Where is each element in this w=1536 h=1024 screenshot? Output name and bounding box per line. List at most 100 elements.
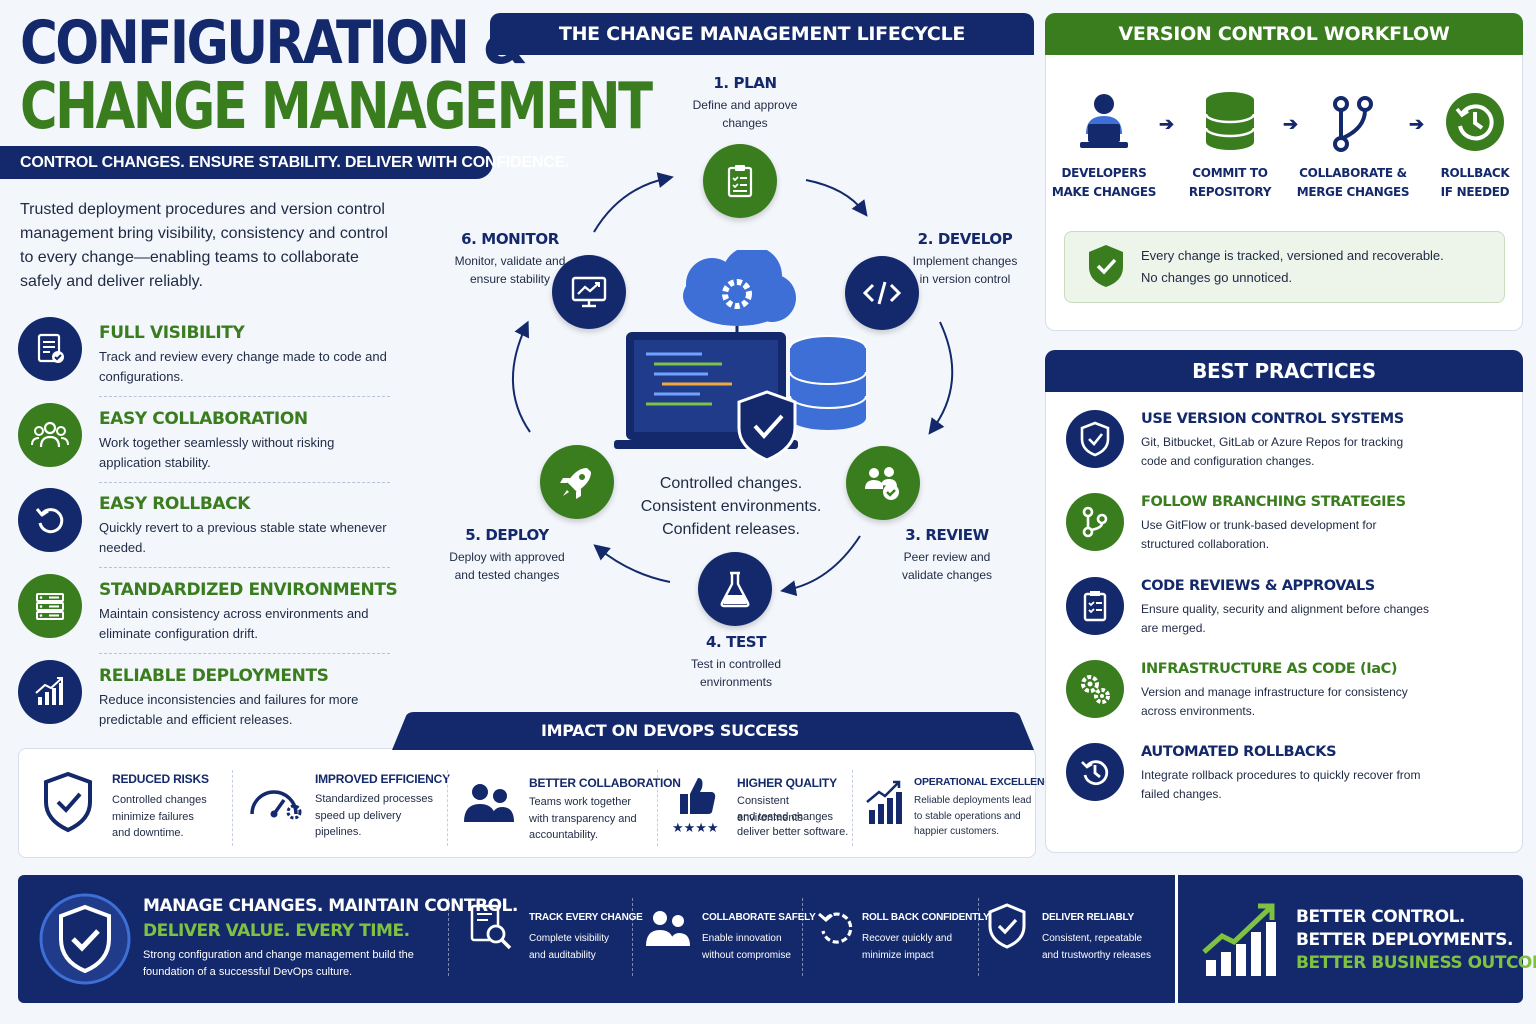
stage-desc-line: and tested changes [454,568,560,582]
shield-check-icon [1089,245,1123,287]
shield-check-icon [988,903,1026,949]
stage-title: 3. REVIEW [905,526,989,544]
branch-icon [1333,96,1373,152]
impact-item-line: deliver better software. [737,826,849,838]
impact-higher-quality: ★★★★ HIGHER QUALITY Consistent environme… [672,770,850,850]
impact-improved-efficiency: IMPROVED EFFICIENCY Standardized process… [246,770,450,850]
stage-title: 5. DEPLOY [465,526,549,544]
feature-title: RELIABLE DEPLOYMENTS [99,666,329,686]
stage-deploy: 5. DEPLOY Deploy with approved and teste… [440,526,574,584]
divider [978,898,979,976]
clipboard-icon [1066,577,1124,635]
stage-test: 4. TEST Test in controlled environments [670,633,802,691]
branch-icon [1066,493,1124,551]
bar-growth-icon [866,780,902,824]
tagline-banner: CONTROL CHANGES. ENSURE STABILITY. DELIV… [0,146,570,179]
bp-desc: Use GitFlow or trunk-based development f… [1141,518,1377,551]
arrow-right-icon: ➔ [1283,114,1299,134]
monitor-icon [552,255,626,329]
footer-headline: MANAGE CHANGES. MAINTAIN CONTROL. [143,896,518,916]
feature-desc: Maintain consistency across environments… [99,606,369,641]
bp-branching: FOLLOW BRANCHING STRATEGIES Use GitFlow … [1066,493,1506,573]
impact-tab-shape [392,712,1034,750]
bp-title: FOLLOW BRANCHING STRATEGIES [1141,494,1406,510]
stage-desc-line: in version control [919,272,1011,286]
bp-automated-rollbacks: AUTOMATED ROLLBACKS Integrate rollback p… [1066,743,1506,823]
footer-item-title: DELIVER RELIABLY [1042,912,1135,923]
bp-title: AUTOMATED ROLLBACKS [1141,744,1337,760]
impact-item-line: Consistent environments [737,795,804,824]
feature-full-visibility: FULL VISIBILITY Track and review every c… [18,317,390,397]
impact-item-line: Reliable deployments lead [914,795,1032,806]
center-line: Confident releases. [662,521,800,538]
divider [232,770,233,846]
feature-desc: Track and review every change made to co… [99,349,387,384]
growth-chart-icon [1202,903,1276,976]
history-icon [1066,743,1124,801]
vc-step-line: IF NEEDED [1440,185,1510,199]
divider [448,898,449,976]
bp-title: USE VERSION CONTROL SYSTEMS [1141,411,1404,427]
bp-desc: Ensure quality, security and alignment b… [1141,602,1429,635]
impact-item-line: happier customers. [914,826,1000,837]
footer-item-line: Consistent, repeatable [1042,933,1143,944]
feature-desc: Reduce inconsistencies and failures for … [99,692,359,727]
stage-desc-line: changes [722,116,768,130]
divider [852,770,853,846]
feature-title: EASY ROLLBACK [99,494,251,514]
feature-standardized-environments: STANDARDIZED ENVIRONMENTS Maintain consi… [18,574,398,654]
impact-panel [18,748,1036,858]
divider [447,770,448,846]
stage-title: 4. TEST [705,633,767,651]
intro-paragraph: Trusted deployment procedures and versio… [20,201,388,290]
impact-item-line: accountability. [529,829,598,841]
best-practices-panel [1045,350,1523,853]
bp-desc: Version and manage infrastructure for co… [1141,685,1408,718]
feature-title: EASY COLLABORATION [99,409,308,429]
footer-item-line: Enable innovation [702,933,782,944]
arrow-right-icon: ➔ [1409,114,1425,134]
thumbs-up-icon: ★★★★ [672,778,719,836]
feature-title: STANDARDIZED ENVIRONMENTS [99,580,398,600]
impact-item-title: HIGHER QUALITY [737,776,837,790]
rollback-icon [818,912,853,944]
impact-item-line: pipelines. [315,826,362,838]
footer-item-title: TRACK EVERY CHANGE [529,912,643,923]
impact-better-collaboration: BETTER COLLABORATION Teams work together… [462,770,681,850]
impact-item-line: Standardized processes [315,793,434,805]
stage-title: 2. DEVELOP [917,230,1013,248]
stage-desc-line: ensure stability [469,272,551,286]
lifecycle-center-text: Controlled changes. Consistent environme… [620,472,842,541]
footer-item-line: minimize impact [862,949,934,961]
rocket-icon [540,445,614,519]
svg-text:★★★★: ★★★★ [672,821,719,836]
lifecycle-header: THE CHANGE MANAGEMENT LIFECYCLE [490,13,1034,55]
impact-item-line: speed up delivery [315,809,402,822]
bp-title: CODE REVIEWS & APPROVALS [1141,578,1375,594]
vc-step-line: COLLABORATE & [1299,166,1407,180]
footer-outcome-line: BETTER CONTROL. [1296,907,1465,927]
divider [99,396,390,397]
note-line: No changes go unnoticed. [1141,270,1293,285]
vc-step-line: DEVELOPERS [1061,166,1147,180]
review-team-icon [846,446,920,520]
checklist-icon [18,317,82,381]
feature-desc: Work together seamlessly without risking… [99,435,335,470]
stage-desc-line: validate changes [901,568,993,582]
stage-desc-line: Peer review and [903,550,991,564]
footer-item-line: Complete visibility [529,933,610,944]
stage-desc-line: environments [699,675,773,689]
bp-title: INFRASTRUCTURE AS CODE (IaC) [1141,661,1398,677]
impact-item-title: REDUCED RISKS [112,772,209,786]
version-control-header: VERSION CONTROL WORKFLOW [1045,13,1523,55]
footer-outcome-line: BETTER DEPLOYMENTS. [1296,930,1513,950]
impact-item-line: Teams work together [529,796,632,808]
stage-desc-line: Test in controlled [690,657,782,671]
page-title-line2: CHANGE MANAGEMENT [20,70,653,144]
divider [632,898,633,976]
stage-desc-line: Monitor, validate and [454,254,566,268]
people-icon [646,911,690,946]
feature-easy-collaboration: EASY COLLABORATION Work together seamles… [18,403,390,483]
divider [99,482,390,483]
footer-item-line: without compromise [702,949,791,961]
